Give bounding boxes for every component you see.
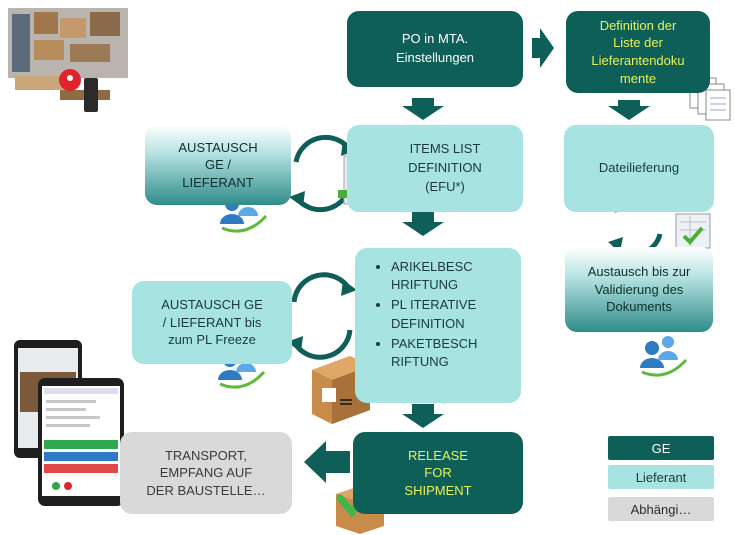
arrow-left: [304, 441, 350, 483]
document-icon: [675, 213, 711, 249]
release-box: RELEASE FOR SHIPMENT: [353, 432, 523, 514]
cycle-arrows-icon: [293, 134, 353, 213]
arrow-down-4: [608, 100, 650, 120]
arrow-down-2: [402, 212, 444, 236]
austausch-pl-freeze-box: AUSTAUSCH GE / LIEFERANT bis zum PL Free…: [132, 281, 292, 364]
bullet-list-box: ARIKELBESC HRIFTUNG PL ITERATIVE DEFINIT…: [355, 248, 521, 403]
austausch-validierung-box: Austausch bis zur Validierung des Dokume…: [565, 247, 713, 332]
arrow-right: [532, 28, 554, 68]
legend-ge: GE: [608, 436, 714, 460]
po-mta-box: PO in MTA. Einstellungen: [347, 11, 523, 87]
definition-liste-box: Definition der Liste der Lieferantendoku…: [566, 11, 710, 93]
austausch-ge-lieferant-box: AUSTAUSCH GE / LIEFERANT: [145, 125, 291, 205]
items-list-box: ITEMS LIST DEFINITION (EFU*): [347, 125, 523, 212]
legend-lieferant: Lieferant: [608, 465, 714, 489]
users-icon: [640, 336, 688, 377]
dateilieferung-box: Dateilieferung: [564, 125, 714, 212]
transport-box: TRANSPORT, EMPFANG AUF DER BAUSTELLE…: [120, 432, 292, 514]
arrow-down-3: [402, 404, 444, 428]
bullet-item: ARIKELBESC HRIFTUNG: [391, 258, 513, 294]
bullet-item: PL ITERATIVE DEFINITION: [391, 296, 513, 332]
bullet-item: PAKETBESCH RIFTUNG: [391, 335, 513, 371]
smartphone-image: [14, 340, 124, 506]
warehouse-image: [8, 8, 128, 112]
legend-abhaengig: Abhängi…: [608, 497, 714, 521]
cycle-arrows-icon: [291, 272, 353, 360]
document-icon: [689, 77, 731, 121]
arrow-down-1: [402, 98, 444, 120]
